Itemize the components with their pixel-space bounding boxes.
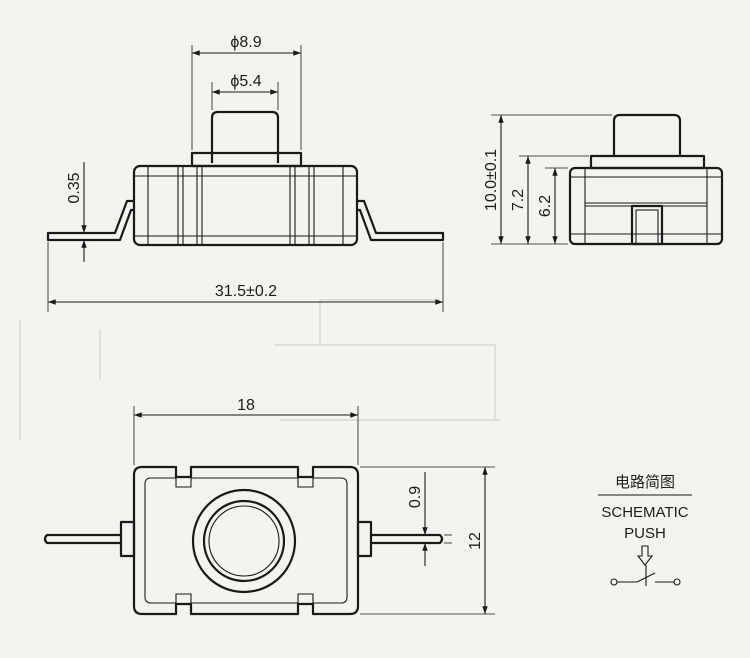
dim-cap-inner: ϕ5.4 — [211, 73, 279, 110]
label-overall-length: 31.5±0.2 — [215, 283, 277, 300]
dim-total-height: 10.0±0.1 — [483, 114, 612, 245]
label-body-height: 7.2 — [510, 189, 527, 211]
label-body-length: 18 — [237, 397, 255, 414]
label-total-height: 10.0±0.1 — [483, 149, 500, 211]
label-housing-height: 6.2 — [537, 195, 554, 217]
front-view — [46, 110, 445, 247]
label-cap-outer-dia: ϕ8.9 — [230, 34, 261, 51]
dim-body-height: 7.2 — [510, 155, 589, 244]
dim-body-length: 18 — [133, 397, 359, 465]
dim-body-width: 12 — [360, 466, 495, 615]
dim-terminal-offset: 0.9 — [407, 472, 452, 566]
label-terminal-offset: 0.9 — [407, 486, 424, 508]
schematic-title-cn: 电路简图 — [615, 474, 675, 491]
label-cap-inner-dia: ϕ5.4 — [230, 73, 261, 90]
schematic-title-en: SCHEMATIC — [601, 504, 688, 521]
label-terminal-thickness: 0.35 — [66, 172, 83, 203]
side-view — [568, 113, 724, 246]
dim-cap-outer: ϕ8.9 — [191, 34, 302, 150]
background-ghost-lines — [19, 299, 500, 440]
top-view — [43, 465, 444, 616]
schematic: 电路简图 SCHEMATIC PUSH — [598, 474, 692, 586]
push-arrow-icon — [636, 545, 654, 566]
dim-overall-length: 31.5±0.2 — [47, 242, 444, 312]
dim-terminal-thickness: 0.35 — [66, 162, 110, 262]
dim-housing-height: 6.2 — [537, 167, 568, 244]
switch-symbol-icon — [610, 565, 681, 586]
schematic-subtitle: PUSH — [624, 525, 666, 542]
label-body-width: 12 — [467, 532, 484, 550]
